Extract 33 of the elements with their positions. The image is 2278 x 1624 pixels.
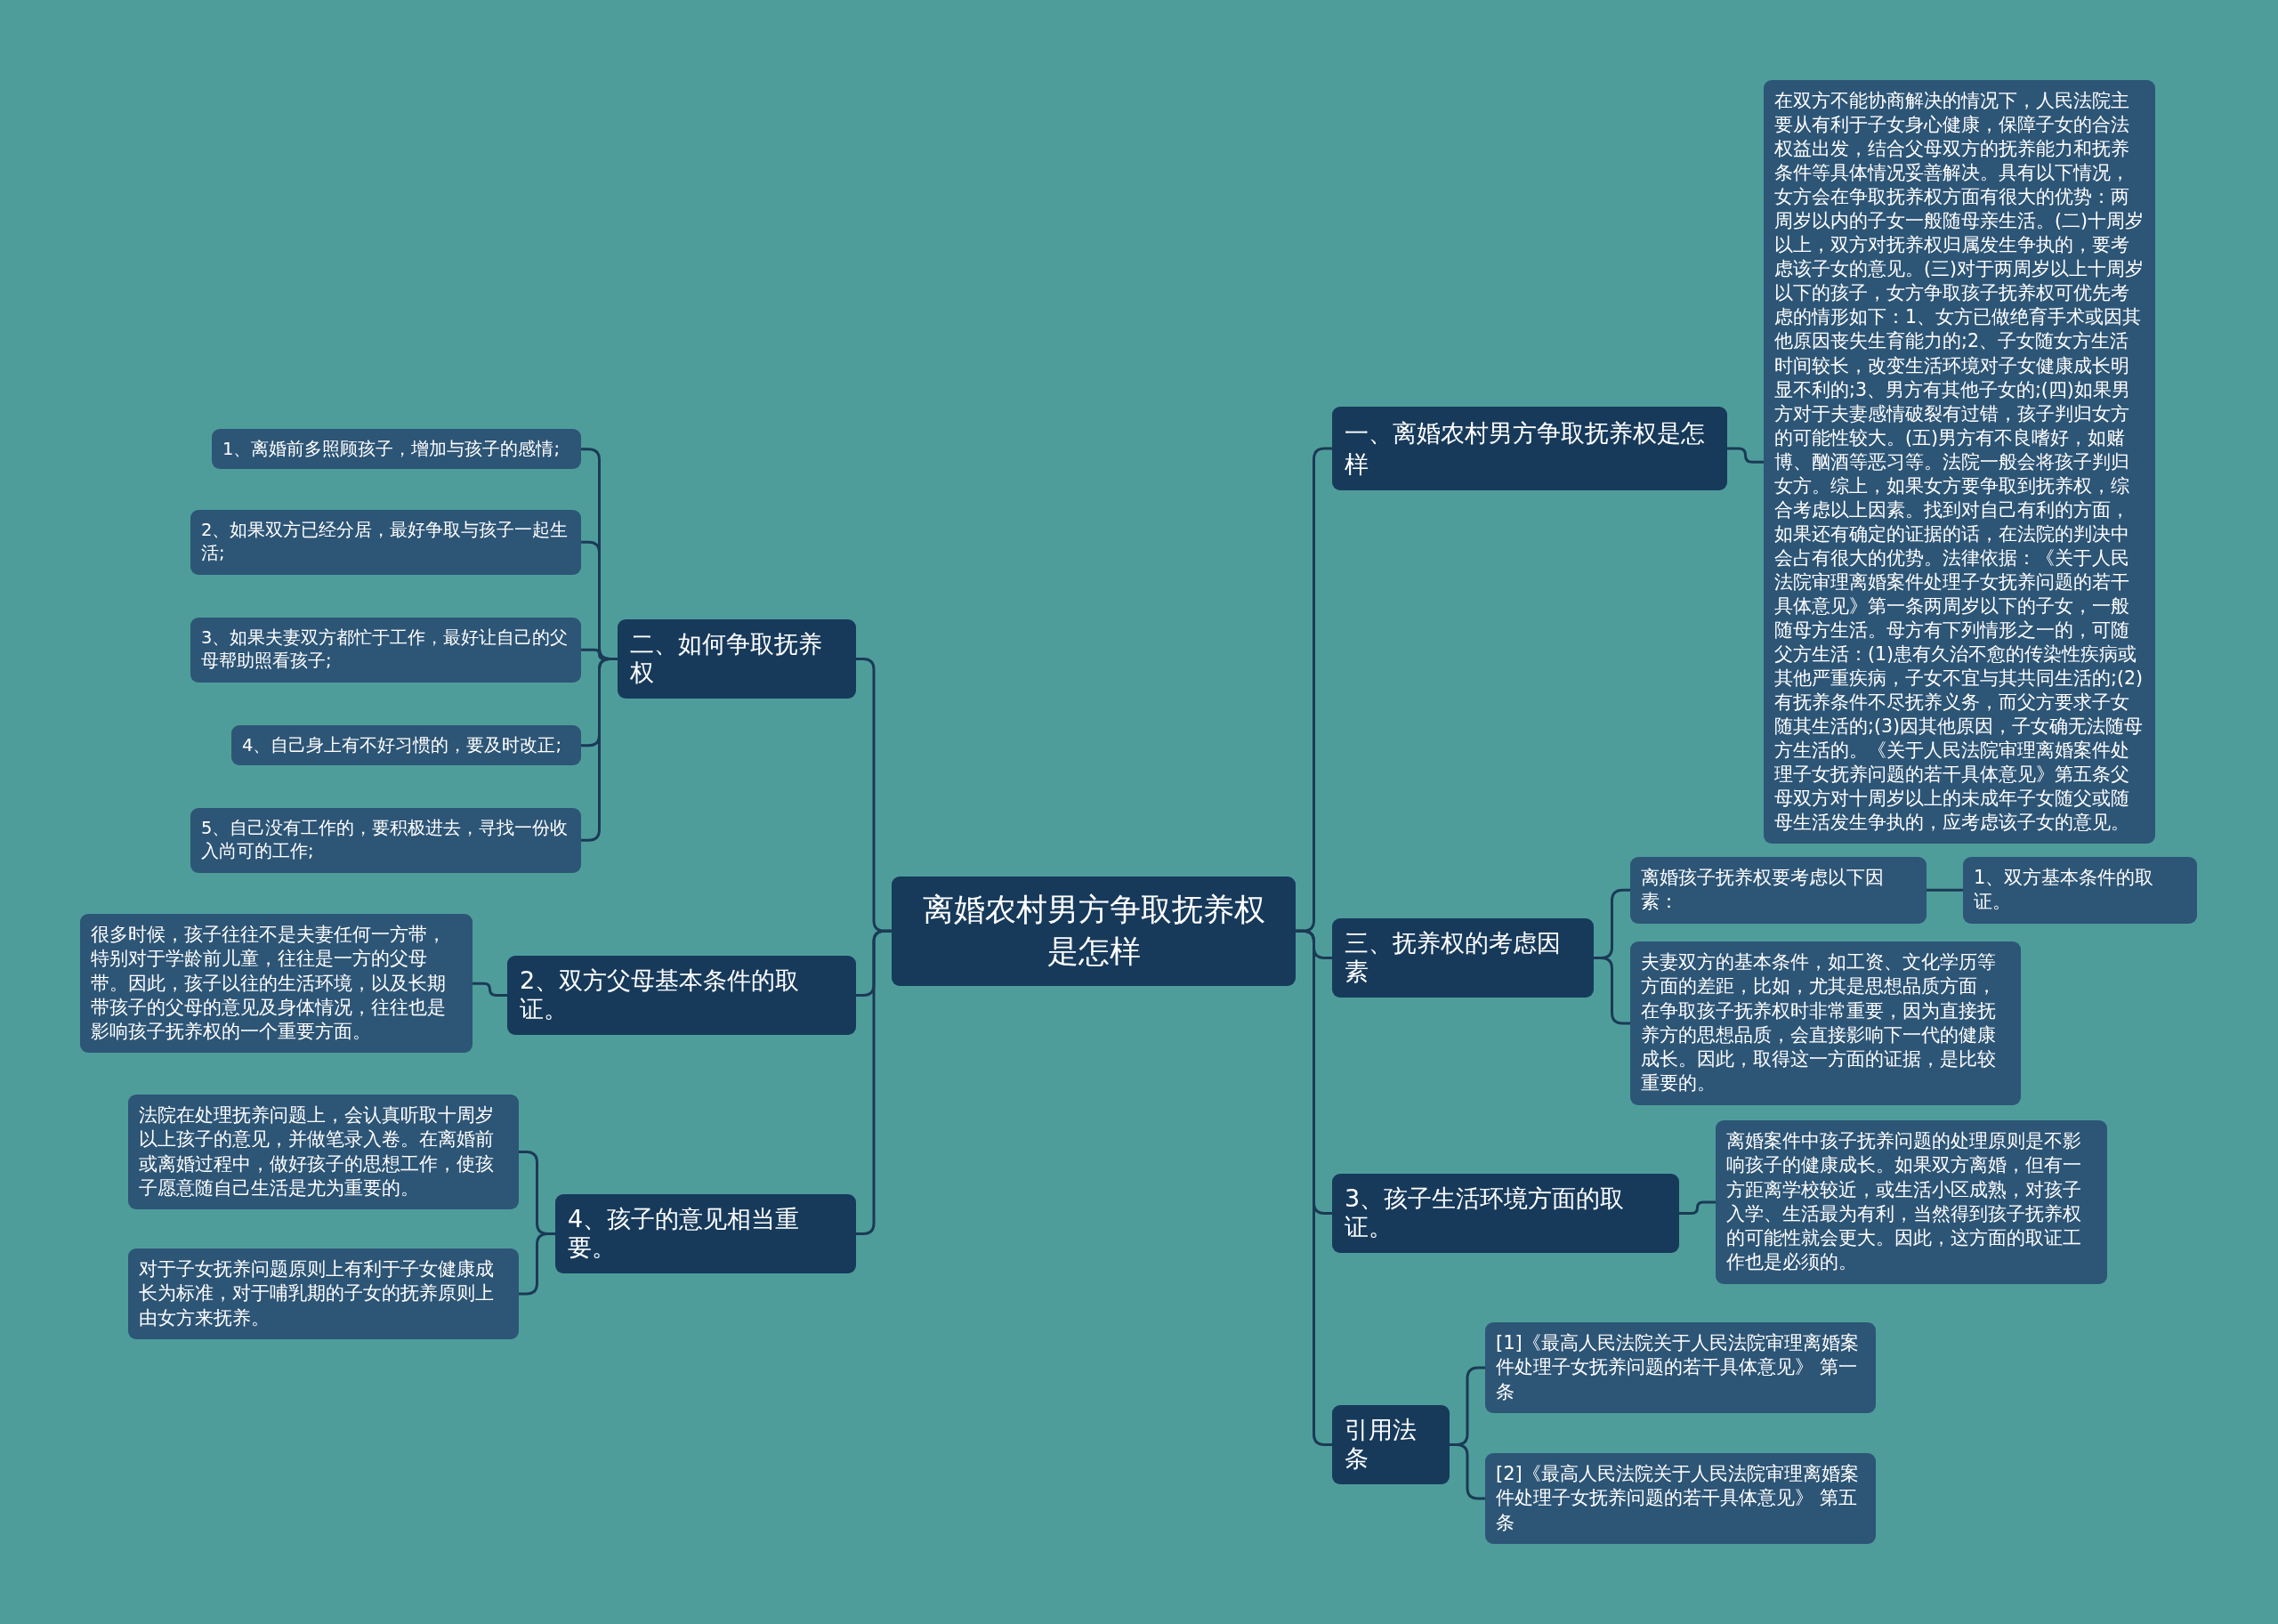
connector-line (1450, 1442, 1485, 1500)
note-box: 3、如果夫妻双方都忙于工作，最好让自己的父母帮助照看孩子; (190, 618, 581, 683)
note-box: 在双方不能协商解决的情况下，人民法院主要从有利于子女身心健康，保障子女的合法权益出发，结合父母双方的抚养能力和抚养条件等具体情况妥善解决。具有以下情况，女方会在争取抚养权方面有很大的优势：两周岁以内的子女一般随母亲生活。(二)十周岁以上，双方对抚养权归属发生争执的，要考虑该子女的意见。(三)对于两周岁以上十周岁以下的孩子，女方争取孩子抚养权可优先考虑的情形如下：1、女方已做绝育手术或因其他原因丧失生育能力的;2、子女随女方生活时间较长，改变生活环境对子女健康成长明显不利的;3、男方有其他子女的;(四)如果男方对于夫妻感情破裂有过错，孩子判归女方的可能性较大。(五)男方有不良嗜好，如赌博、酗酒等恶习等。法院一般会将孩子判归女方。综上，如果女方要争取到抚养权，综合考虑以上因素。找到对自己有利的方面，如果还有确定的证据的话，在法院的判决中会占有很大的优势。法律依据：《关于人民法院审理离婚案件处理子女抚养问题的若干具体意见》第一条两周岁以下的子女，一般随母方生活。母方有下列情形之一的，可随父方生活：(1)患有久治不愈的传染性疾病或其他严重疾病，子女不宜与其共同生活的;(2)有抚养条件不尽抚养义务，而父方要求子女随其生活的;(3)因其他原因，子女确无法随母方生活的。《关于人民法院审理离婚案件处理子女抚养问题的若干具体意见》第五条父母双方对十周岁以上的未成年子女随父或随母生活发生争执的，应考虑该子女的意见。 (1764, 80, 2155, 844)
note-box: 离婚案件中孩子抚养问题的处理原则是不影响孩子的健康成长。如果双方离婚，但有一方距离学校较近，或生活小区成熟，对孩子入学、生活最为有利，当然得到孩子抚养权的可能性就会更大。因此，这方面的取证工作也是必须的。 (1716, 1120, 2107, 1284)
note-box: [2]《最高人民法院关于人民法院审理离婚案件处理子女抚养问题的若干具体意见》 第五条 (1485, 1453, 1876, 1544)
note-box: 法院在处理抚养问题上，会认真听取十周岁以上孩子的意见，并做笔录入卷。在离婚前或离婚过程中，做好孩子的思想工作，使孩子愿意随自己生活是尤为重要的。 (128, 1095, 519, 1210)
connector-line (581, 657, 618, 842)
note-box: 对于子女抚养问题原则上有利于子女健康成长为标准，对于哺乳期的子女的抚养原则上由女方来抚养。 (128, 1248, 519, 1339)
note-box: 1、离婚前多照顾孩子，增加与孩子的感情; (212, 429, 581, 470)
connector-line (519, 1232, 555, 1296)
note-box: 离婚孩子抚养权要考虑以下因素： (1630, 857, 1927, 924)
connector-line (1927, 888, 1963, 892)
branch-topic: 一、离婚农村男方争取抚养权是怎样 (1332, 407, 1727, 491)
note-box: [1]《最高人民法院关于人民法院审理离婚案件处理子女抚养问题的若干具体意见》 第一条 (1485, 1322, 1876, 1413)
branch-topic: 3、孩子生活环境方面的取证。 (1332, 1174, 1679, 1253)
branch-topic: 引用法条 (1332, 1405, 1450, 1484)
branch-topic: 4、孩子的意见相当重要。 (555, 1194, 856, 1273)
note-box: 5、自己没有工作的，要积极进去，寻找一份收入尚可的工作; (190, 808, 581, 873)
connector-line (856, 929, 892, 1235)
connector-line (1296, 929, 1332, 1446)
central-topic: 离婚农村男方争取抚养权是怎样 (892, 877, 1296, 986)
note-box: 1、双方基本条件的取证。 (1963, 857, 2197, 924)
note-box: 很多时候，孩子往往不是夫妻任何一方带，特别对于学龄前儿童，往往是一方的父母带。因此，孩子以往的生活环境，以及长期带孩子的父母的意见及身体情况，往往也是影响孩子抚养权的一个重要方面。 (80, 914, 473, 1054)
connector-line (1727, 447, 1764, 464)
branch-topic: 三、抚养权的考虑因素 (1332, 918, 1594, 998)
branch-topic: 2、双方父母基本条件的取证。 (507, 956, 856, 1035)
note-box: 夫妻双方的基本条件，如工资、文化学历等方面的差距，比如，尤其是思想品质方面，在争取孩子抚养权时非常重要，因为直接抚养方的思想品质，会直接影响下一代的健康成长。因此，取得这一方面的证据，是比较重要的。 (1630, 941, 2021, 1105)
connector-line (1679, 1200, 1716, 1215)
branch-topic: 二、如何争取抚养权 (618, 619, 856, 699)
connector-line (1594, 956, 1630, 1025)
note-box: 2、如果双方已经分居，最好争取与孩子一起生活; (190, 510, 581, 575)
connector-line (473, 982, 507, 997)
note-box: 4、自己身上有不好习惯的，要及时改正; (231, 725, 581, 766)
